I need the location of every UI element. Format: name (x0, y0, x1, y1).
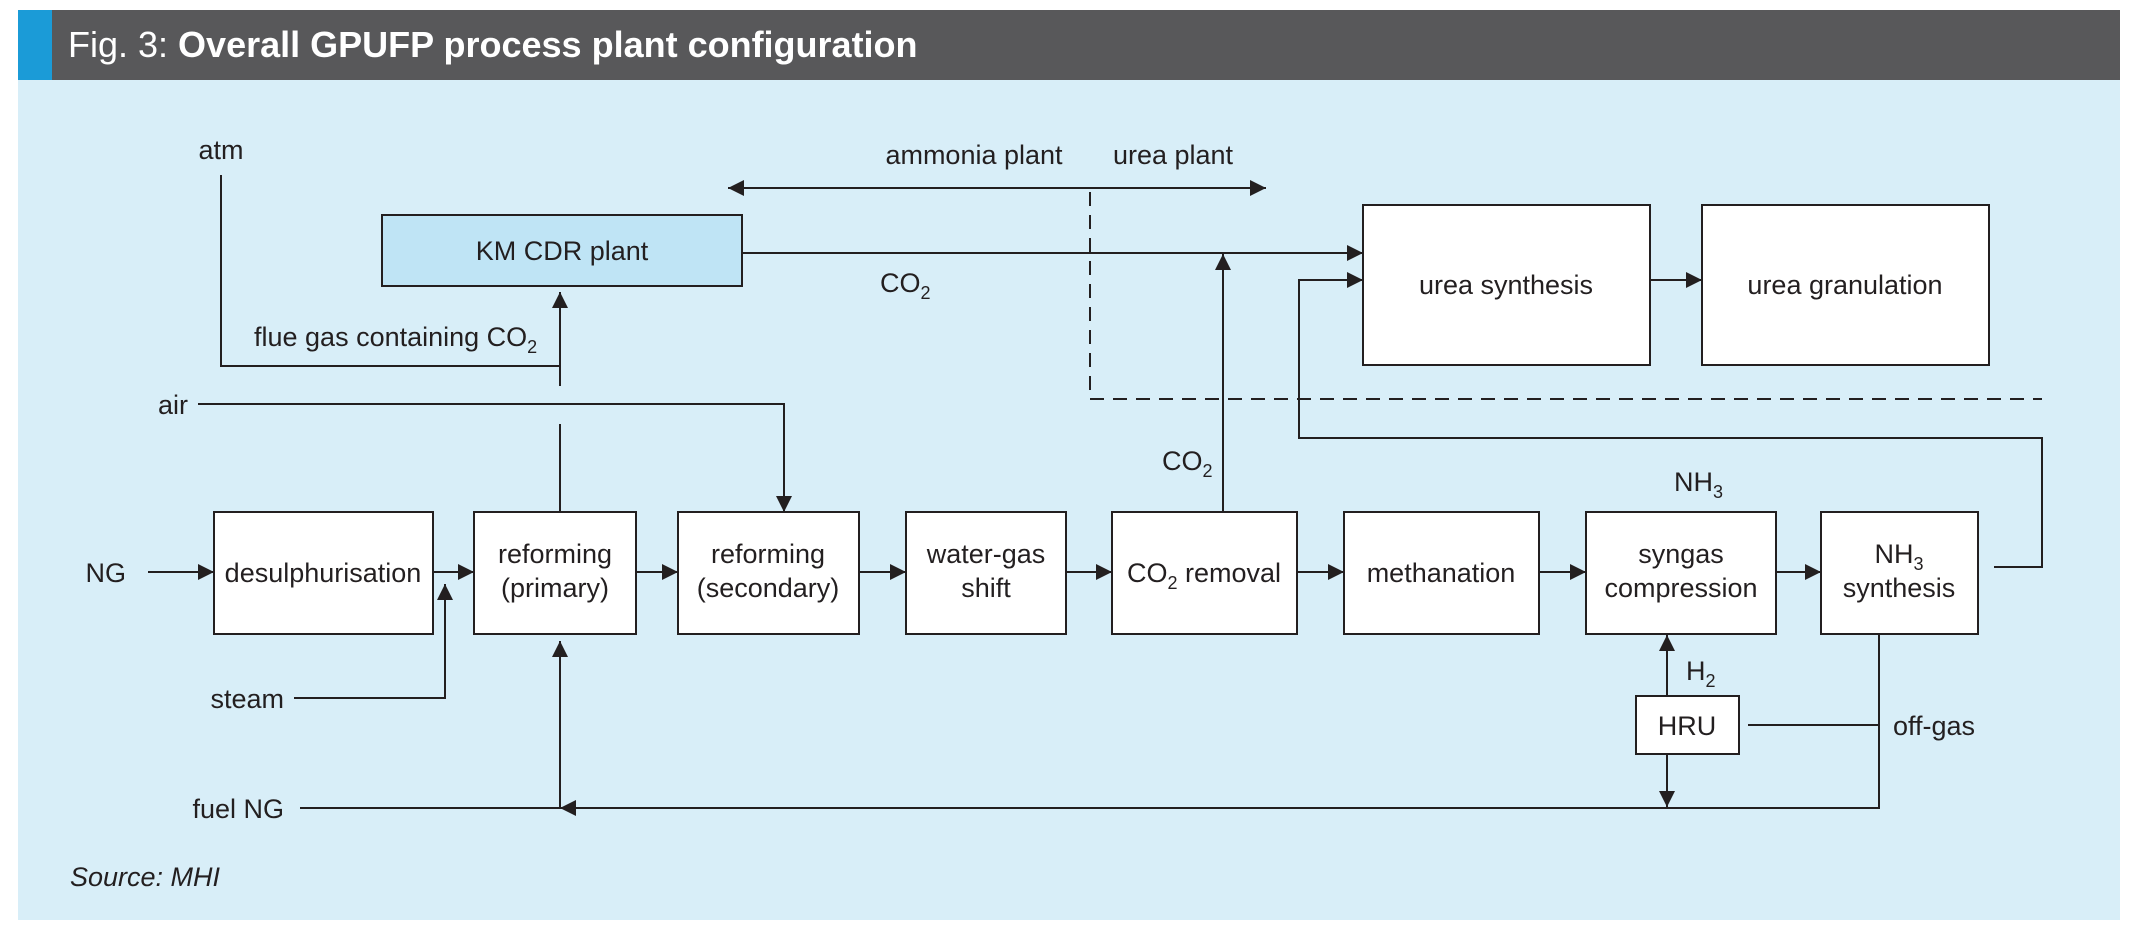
flue-gas-line (220, 175, 560, 367)
process-flow-diagram: ammonia plant urea plant KM CDR plant ur… (86, 135, 2043, 824)
steam-label: steam (210, 684, 284, 714)
desulphurisation-box (213, 511, 434, 635)
steam-line (294, 584, 453, 699)
co2-removal-box (1111, 511, 1298, 635)
methanation-label: methanation (1367, 558, 1516, 588)
kmcdr-plant-box (381, 214, 743, 287)
title-bar: Fig. 3: Overall GPUFP process plant conf… (18, 10, 2120, 80)
urea-granulation-box (1701, 204, 1990, 366)
urea-synthesis-box (1362, 204, 1651, 366)
reforming-secondary-label-1: reforming (711, 539, 825, 569)
water-gas-shift-label-2: shift (961, 573, 1011, 603)
figure-title: Fig. 3: Overall GPUFP process plant conf… (68, 10, 918, 80)
reforming-secondary-box (677, 511, 860, 635)
diagram-labels: ammonia plant urea plant KM CDR plant ur… (86, 135, 1976, 824)
atm-label: atm (198, 135, 243, 165)
ammonia-plant-label: ammonia plant (885, 140, 1063, 170)
air-line (198, 403, 792, 512)
figure-panel: Fig. 3: Overall GPUFP process plant conf… (18, 10, 2120, 920)
hru-box (1635, 695, 1740, 755)
nh3-synthesis-label-1: NH3 (1874, 539, 1923, 574)
off-gas-label: off-gas (1893, 711, 1975, 741)
reforming-secondary-label-2: (secondary) (697, 573, 840, 603)
flue-gas-label: flue gas containing CO2 (254, 322, 537, 357)
air-label: air (158, 390, 188, 420)
reforming-primary-label-2: (primary) (501, 573, 609, 603)
nh3-stream-label: NH3 (1674, 467, 1723, 502)
reforming-primary-label-1: reforming (498, 539, 612, 569)
water-gas-shift-label-1: water-gas (926, 539, 1046, 569)
figure-title-text: Overall GPUFP process plant configuratio… (178, 24, 918, 65)
fuel-ng-label: fuel NG (192, 794, 284, 824)
co2-removal-label: CO2 removal (1127, 558, 1281, 593)
ng-label: NG (86, 558, 127, 588)
process-boxes (213, 204, 1990, 755)
source-note: Source: MHI (70, 862, 221, 892)
h2-stream-label: H2 (1686, 656, 1716, 691)
urea-granulation-label: urea granulation (1747, 270, 1942, 300)
nh3-recycle-line (1298, 272, 2043, 568)
co2-stream-label-mid: CO2 (1162, 446, 1213, 481)
hru-label: HRU (1658, 711, 1717, 741)
urea-synthesis-label: urea synthesis (1419, 270, 1593, 300)
co2-stream-label-top: CO2 (880, 268, 931, 303)
methanation-box (1343, 511, 1540, 635)
kmcdr-plant-label: KM CDR plant (476, 236, 649, 266)
urea-plant-boundary (1089, 192, 2042, 400)
flow-lines (148, 175, 2043, 816)
syngas-compression-label-1: syngas (1638, 539, 1724, 569)
nh3-synthesis-label-2: synthesis (1843, 573, 1956, 603)
desulphurisation-label: desulphurisation (225, 558, 422, 588)
title-accent (18, 10, 52, 80)
water-gas-shift-box (905, 511, 1067, 635)
urea-plant-label: urea plant (1113, 140, 1234, 170)
figure-number: Fig. 3: (68, 24, 179, 65)
syngas-compression-box (1585, 511, 1777, 635)
off-gas-line (560, 635, 1880, 816)
reforming-primary-box (473, 511, 637, 635)
syngas-compression-label-2: compression (1604, 573, 1757, 603)
nh3-synthesis-box (1820, 511, 1979, 635)
